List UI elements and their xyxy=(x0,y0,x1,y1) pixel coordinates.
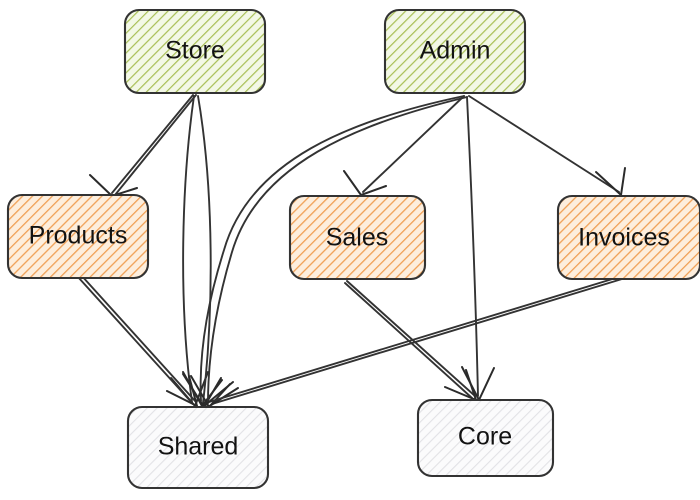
node-store[interactable]: Store xyxy=(123,8,267,95)
node-layer: Store Admin Products Sales Invoices Shar xyxy=(6,8,700,490)
edge-admin-core xyxy=(461,96,495,401)
edge-store-products xyxy=(89,94,197,197)
edge-invoices-shared-a xyxy=(207,278,623,420)
node-invoices[interactable]: Invoices xyxy=(556,194,700,281)
node-products[interactable]: Products xyxy=(6,193,150,280)
node-core[interactable]: Core xyxy=(416,398,555,478)
node-shared[interactable]: Shared xyxy=(126,405,270,490)
node-sales[interactable]: Sales xyxy=(288,194,427,281)
edge-admin-invoices xyxy=(468,95,626,196)
edge-invoices-shared-b xyxy=(203,276,620,415)
node-admin[interactable]: Admin xyxy=(383,8,527,95)
